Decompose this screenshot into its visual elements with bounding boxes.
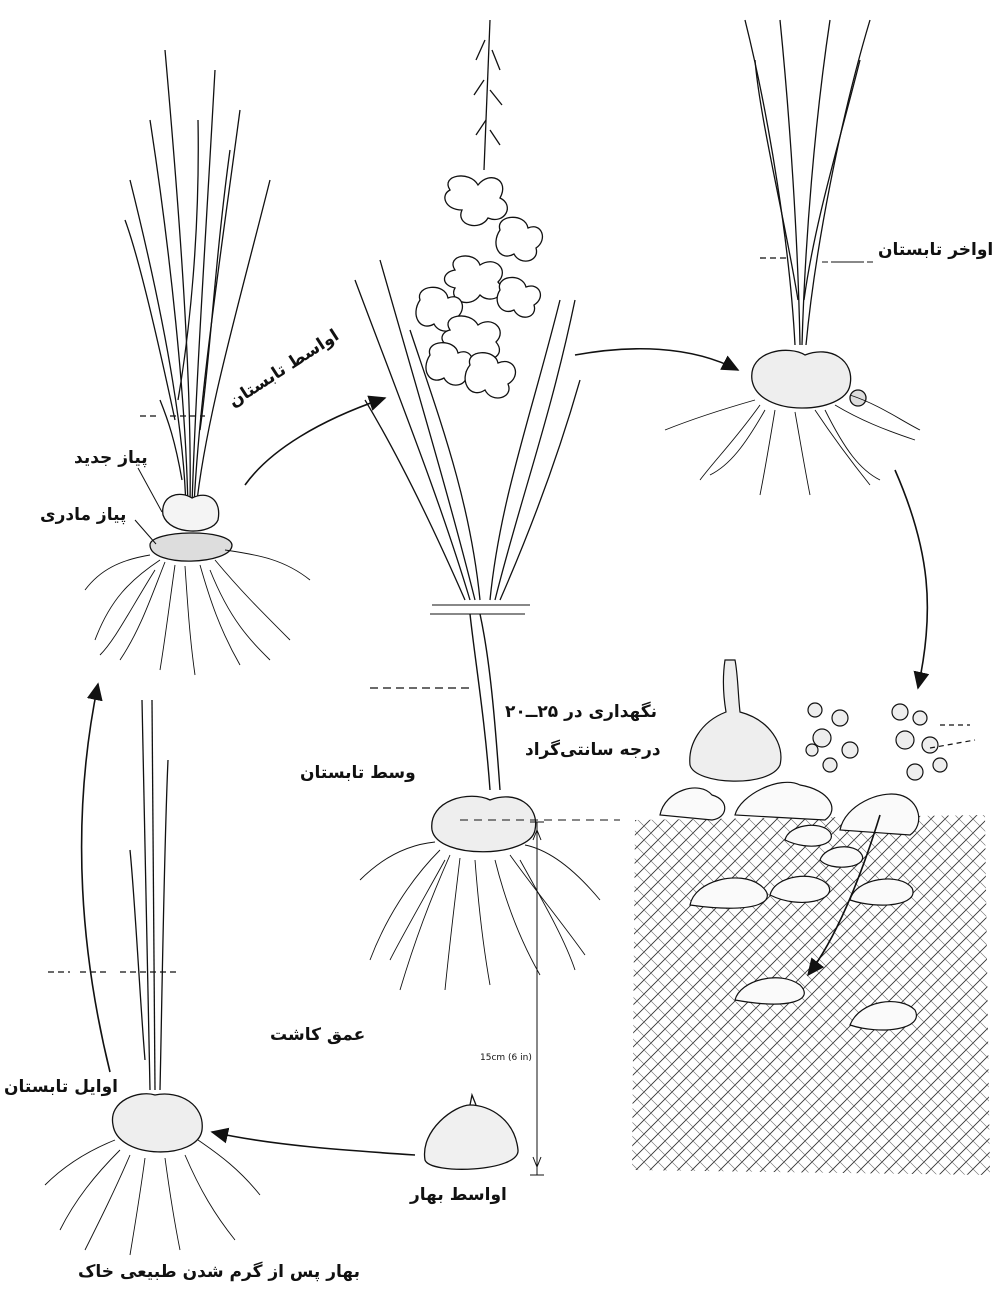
leaves	[745, 20, 870, 345]
label-mid-spring: اواسط بهار	[410, 1185, 507, 1205]
cormels-group-2	[892, 704, 947, 780]
dried-corm	[690, 660, 781, 781]
flower-spike	[474, 20, 502, 170]
corm	[752, 350, 851, 408]
arrow-to-early-summer	[81, 684, 110, 1072]
stem	[470, 614, 500, 790]
pointer-mother-corm	[135, 520, 156, 544]
pointer-new-corm	[138, 468, 162, 512]
planted-corms-field	[632, 782, 990, 1175]
mother-corm	[150, 533, 232, 561]
label-midsummer: وسط تابستان	[300, 763, 416, 783]
arrow-to-flowering	[245, 398, 385, 485]
label-planting-depth: عمق کاشت	[270, 1025, 365, 1045]
plant-spring	[45, 700, 260, 1255]
corm	[112, 1094, 202, 1152]
label-early-summer: اوایل تابستان	[4, 1077, 118, 1097]
roots	[665, 395, 920, 495]
plant-flowering	[355, 20, 600, 990]
leaves	[355, 260, 580, 600]
arrow-to-storage	[895, 470, 927, 688]
label-late-summer: اواخر تابستان	[878, 240, 993, 260]
roots	[360, 842, 600, 990]
label-spring-note: بهار پس از گرم شدن طبیعی خاک	[78, 1262, 360, 1282]
label-new-corm: پیاز جدید	[74, 448, 148, 468]
corm	[432, 796, 536, 852]
label-depth-value: 15cm (6 in)	[480, 1053, 532, 1063]
arrow-to-spring-plant	[212, 1132, 415, 1155]
label-storage-line2: درجه سانتی‌گراد	[525, 740, 661, 760]
ground-line	[430, 605, 530, 614]
label-mother-corm: پیاز مادری	[40, 505, 126, 525]
new-corm	[163, 494, 219, 531]
stored-corms	[690, 660, 975, 781]
arrow-to-late-summer	[575, 349, 738, 370]
label-storage-line1: نگهداری در ۲۵ــ۲۰	[505, 702, 657, 722]
soil	[632, 815, 990, 1175]
leaves	[130, 700, 168, 1090]
flowers	[416, 176, 542, 398]
leaves	[125, 50, 270, 510]
roots	[45, 1140, 260, 1255]
spring-corm	[425, 1095, 519, 1169]
roots	[85, 550, 310, 675]
cormels-group-1	[806, 703, 858, 772]
